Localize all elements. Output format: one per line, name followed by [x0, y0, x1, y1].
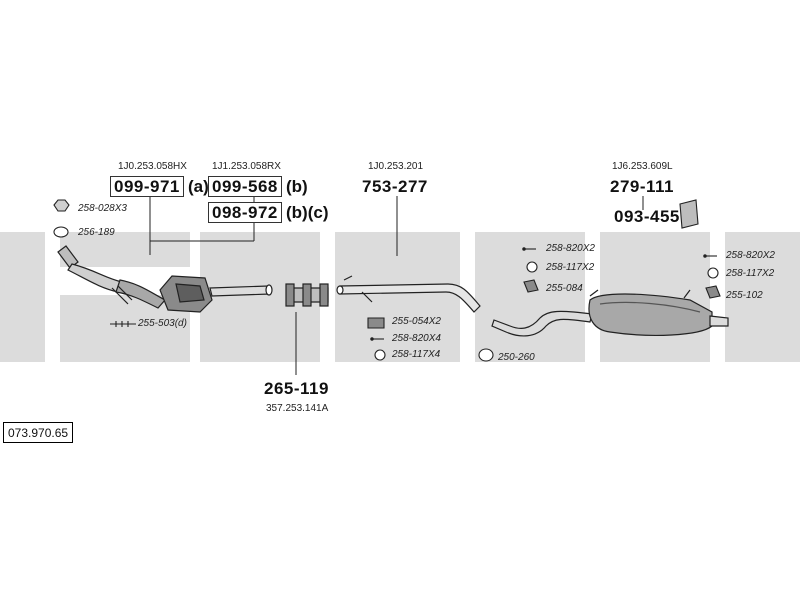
part-number-265-119: 265-119: [264, 379, 329, 398]
accessory-label-256-189: 256-189: [78, 227, 115, 238]
accessory-label-258-117x2: 258-117X2: [546, 262, 595, 273]
oe-number-front-right: 1J1.253.058RX: [212, 161, 281, 172]
part-suffix-bc: (b)(c): [286, 203, 329, 222]
washer-icon: [526, 261, 538, 273]
accessory-icons: [53, 199, 721, 362]
accessory-label-258-820x4: 258-820X4: [392, 333, 441, 344]
rubber-mount-icon: [679, 199, 699, 229]
rear-silencer-part: [491, 289, 729, 337]
accessory-label-258-117x4: 258-117X4: [392, 349, 441, 360]
oe-number-clamp: 357.253.141A: [266, 403, 329, 414]
part-number-098-972: 098-972: [208, 202, 282, 223]
part-suffix-b: (b): [286, 177, 308, 196]
oe-number-rear: 1J6.253.609L: [612, 161, 673, 172]
nut-icon: [53, 199, 70, 212]
hanger-icon: [523, 279, 539, 293]
part-number-279-111: 279-111: [610, 177, 675, 196]
part-suffix-a: (a): [188, 177, 209, 196]
bracket-icon: [367, 317, 385, 329]
part-number-093-455: 093-455: [614, 207, 680, 226]
washer-icon-2: [707, 267, 719, 279]
part-number-753-277: 753-277: [362, 177, 428, 196]
accessory-label-255-084: 255-084: [546, 283, 583, 294]
accessory-label-255-054x2: 255-054X2: [392, 316, 441, 327]
accessory-label-258-028x3: 258-028X3: [78, 203, 127, 214]
washer-icon-3: [374, 349, 386, 361]
accessory-label-258-820x2: 258-820X2: [546, 243, 595, 254]
gasket-icon: [53, 226, 69, 238]
front-pipe-part: [57, 245, 166, 309]
accessory-label-255-102: 255-102: [726, 290, 763, 301]
accessory-label-250-260: 250-260: [498, 352, 535, 363]
clamp-part: [285, 283, 329, 307]
oe-number-front-left: 1J0.253.058HX: [118, 161, 187, 172]
part-number-099-971: 099-971: [110, 176, 184, 197]
accessory-label-258-117x2-rear: 258-117X2: [726, 268, 775, 279]
part-number-099-568: 099-568: [208, 176, 282, 197]
catalytic-converter-part: [159, 275, 273, 313]
ring-icon: [478, 348, 494, 362]
reference-number: 073.970.65: [3, 422, 74, 443]
middle-pipe-part: [336, 275, 481, 313]
hanger-icon-2: [705, 285, 721, 299]
accessory-label-258-820x2-rear: 258-820X2: [726, 250, 775, 261]
oe-number-middle: 1J0.253.201: [368, 161, 424, 172]
bolt-icon: [110, 321, 136, 327]
accessory-label-255-503d: 255-503(d): [138, 318, 187, 329]
watermark-band: [0, 232, 800, 362]
